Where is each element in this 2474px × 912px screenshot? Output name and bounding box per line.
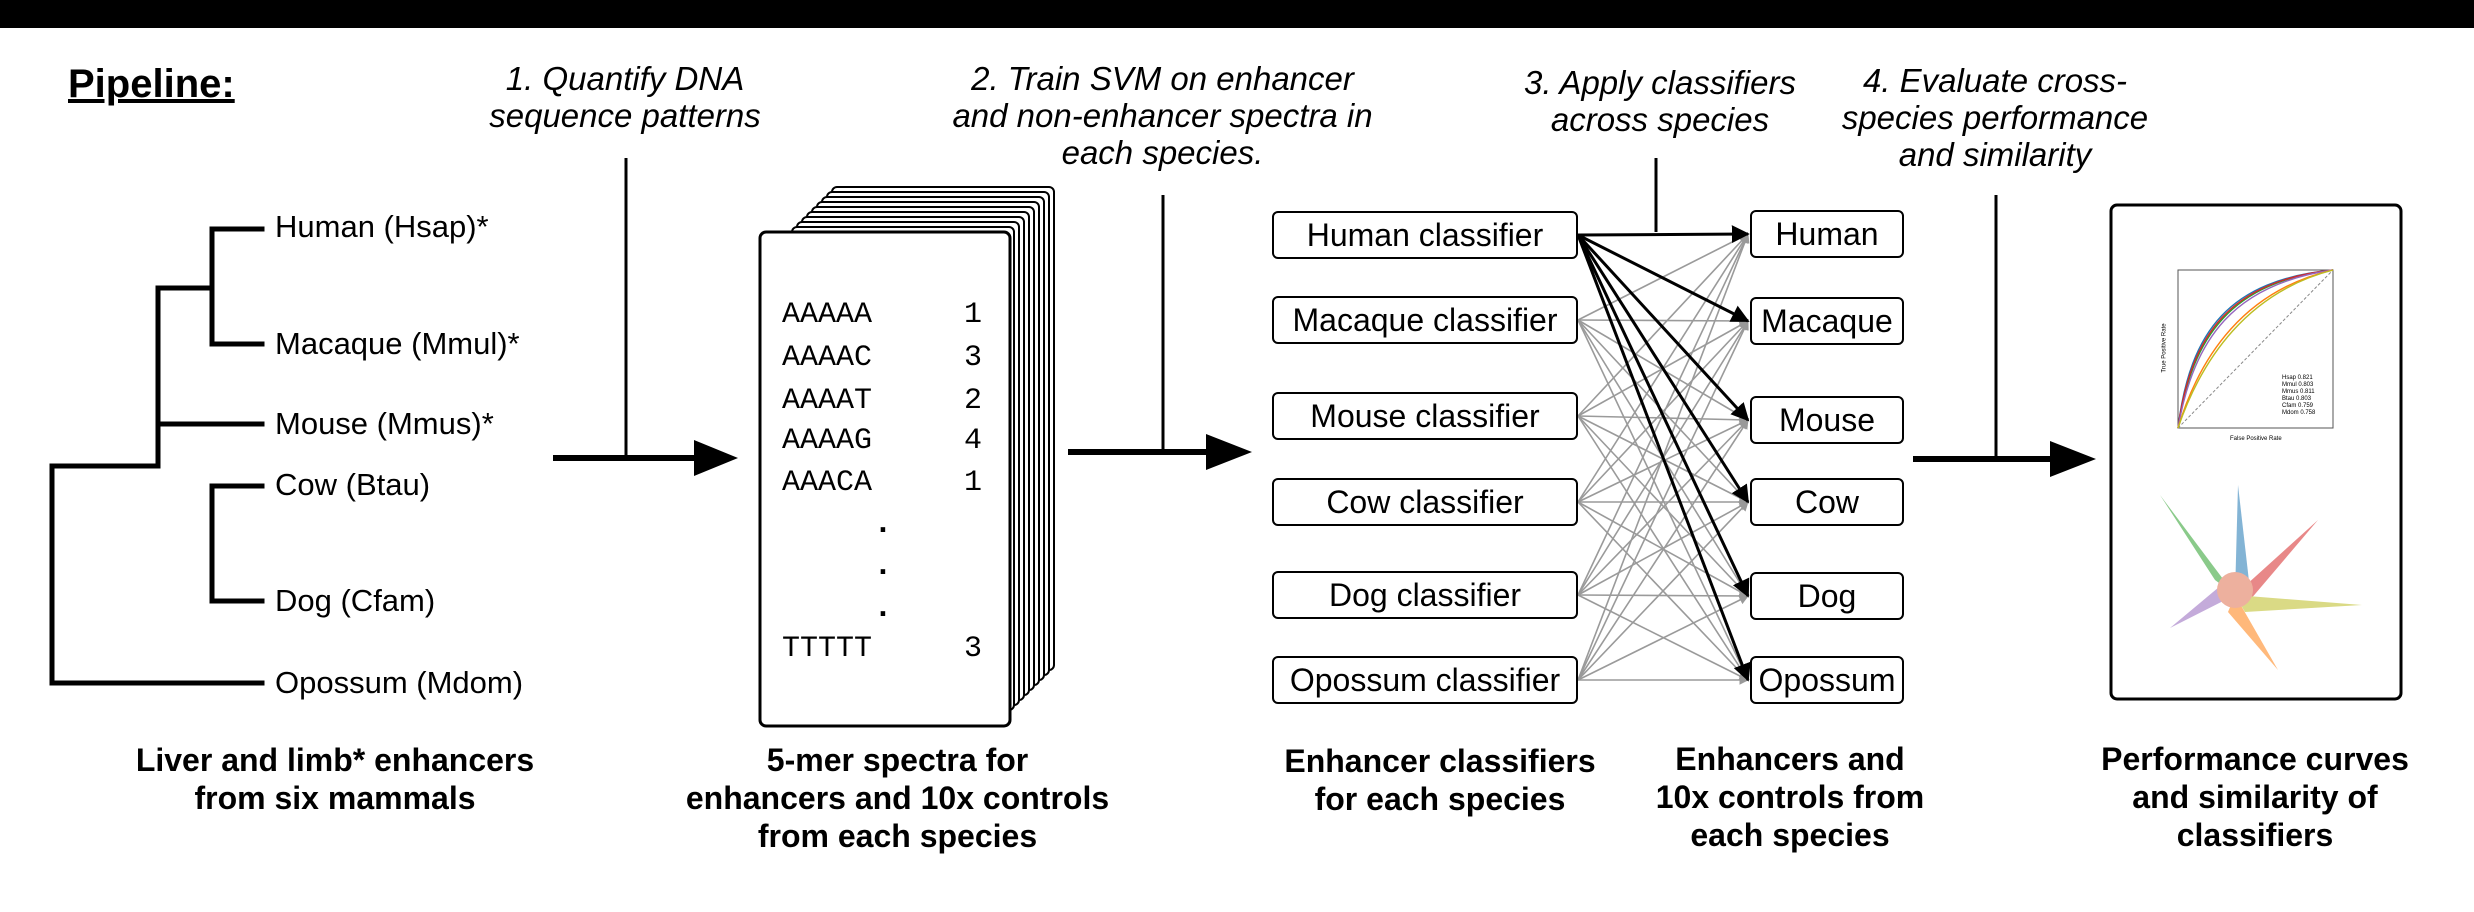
kmer-count: 1 xyxy=(964,466,983,500)
kmer-count: 1 xyxy=(964,298,983,332)
kmer-count-last: 3 xyxy=(964,632,983,666)
phylogenetic-tree xyxy=(49,226,265,686)
kmer-count: 4 xyxy=(964,424,983,458)
similarity-thumbnail xyxy=(2160,485,2362,670)
taxon-label: Opossum (Mdom) xyxy=(275,665,524,700)
flow-arrows xyxy=(553,158,2096,477)
ellipsis-dots: . . . xyxy=(878,503,888,623)
roc-legend-entry: Cfam 0.759 xyxy=(2282,403,2314,409)
classifier-connections-human xyxy=(1576,225,1751,682)
target-box: Human xyxy=(1750,210,1904,258)
taxon-label: Cow (Btau) xyxy=(275,467,431,502)
kmer-label: AAAAG xyxy=(782,424,873,458)
roc-x-axis-label: False Positive Rate xyxy=(2230,436,2282,442)
classifier-box: Mouse classifier xyxy=(1272,392,1578,440)
roc-legend-entry: Mmus 0.811 xyxy=(2282,389,2315,395)
top-bar xyxy=(0,0,2474,28)
roc-legend-entry: Mdom 0.758 xyxy=(2282,410,2316,416)
step-2-label: 2. Train SVM on enhancer and non-enhance… xyxy=(952,60,1373,171)
classifier-box: Cow classifier xyxy=(1272,478,1578,526)
step-1-label: 1. Quantify DNA sequence patterns xyxy=(489,60,761,134)
roc-legend-entry: Mmul 0.803 xyxy=(2282,382,2314,388)
kmer-label: AAAAT xyxy=(782,384,873,418)
caption-tree: Liver and limb* enhancers from six mamma… xyxy=(135,742,535,816)
caption-results: Performance curves and similarity of cla… xyxy=(2101,741,2409,853)
caption-classifiers: Enhancer classifiers for each species xyxy=(1284,743,1596,817)
kmer-count: 2 xyxy=(964,384,983,418)
classifier-box: Dog classifier xyxy=(1272,571,1578,619)
taxon-label: Dog (Cfam) xyxy=(275,583,436,618)
kmer-label-last: TTTTT xyxy=(782,632,873,666)
pipeline-title: Pipeline: xyxy=(68,62,235,106)
taxon-label: Mouse (Mmus)* xyxy=(275,406,494,441)
roc-legend-entry: Btau 0.803 xyxy=(2282,396,2312,402)
classifier-box: Human classifier xyxy=(1272,211,1578,259)
kmer-label: AAACA xyxy=(782,466,873,500)
caption-targets: Enhancers and 10x controls from each spe… xyxy=(1655,741,1925,853)
spectra-stack xyxy=(758,186,1055,728)
kmer-count: 3 xyxy=(964,341,983,375)
taxon-label: Human (Hsap)* xyxy=(275,209,489,244)
target-box: Cow xyxy=(1750,478,1904,526)
target-box: Opossum xyxy=(1750,656,1904,704)
classifier-box: Macaque classifier xyxy=(1272,296,1578,344)
roc-legend-entry: Hsap 0.821 xyxy=(2282,375,2313,381)
classifier-box: Opossum classifier xyxy=(1272,656,1578,704)
step-4-label: 4. Evaluate cross- species performance a… xyxy=(1841,62,2149,173)
step-3-label: 3. Apply classifiers across species xyxy=(1523,64,1797,138)
target-box: Dog xyxy=(1750,572,1904,620)
kmer-label: AAAAA xyxy=(782,298,873,332)
caption-spectra: 5-mer spectra for enhancers and 10x cont… xyxy=(685,742,1110,854)
kmer-label: AAAAC xyxy=(782,341,873,375)
roc-thumbnail xyxy=(2177,269,2334,429)
target-box: Mouse xyxy=(1750,396,1904,444)
taxon-label: Macaque (Mmul)* xyxy=(275,326,520,361)
roc-y-axis-label: True Positive Rate xyxy=(2161,323,2168,373)
target-box: Macaque xyxy=(1750,297,1904,345)
